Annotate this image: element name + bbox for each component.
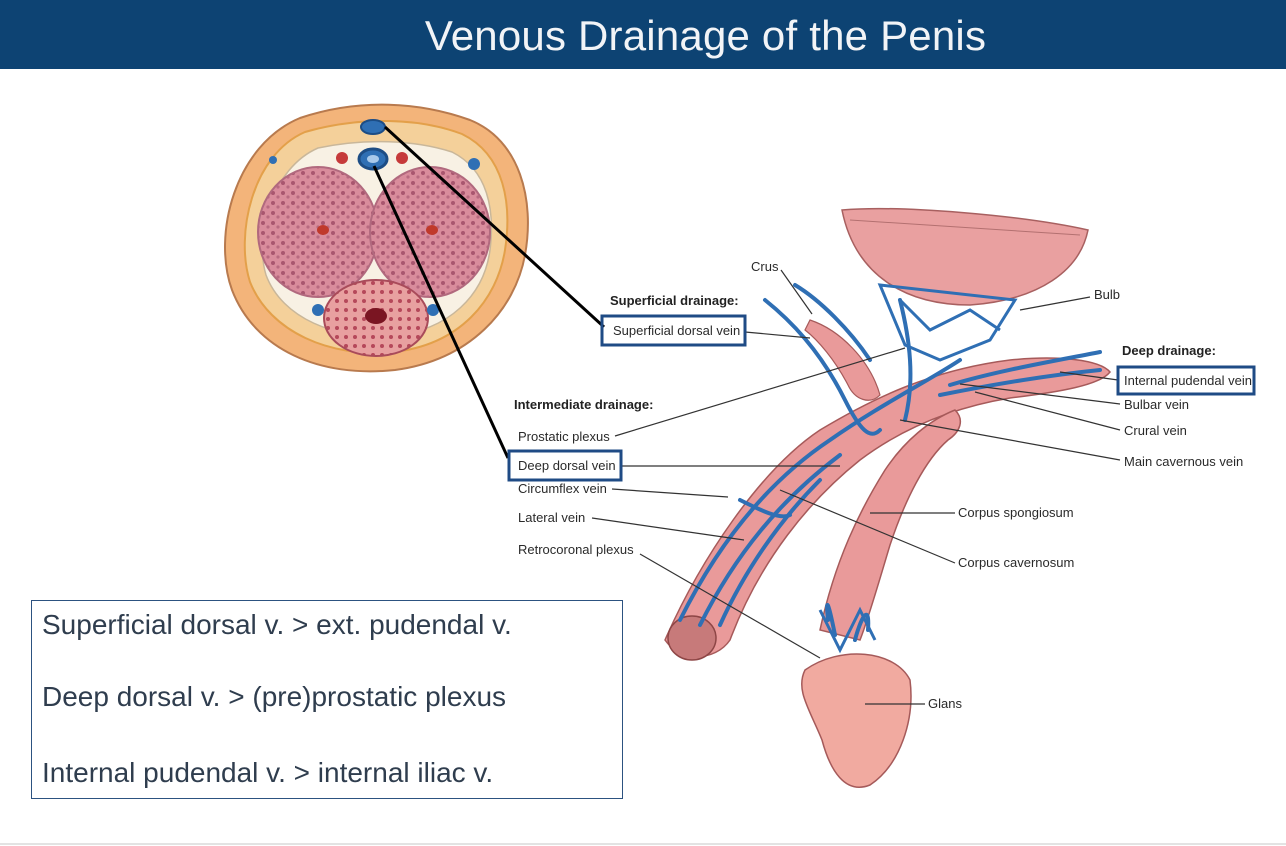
label-internal-pudendal-vein: Internal pudendal vein xyxy=(1124,373,1252,388)
label-bulb: Bulb xyxy=(1094,287,1120,302)
highlight-superficial-dorsal-vein xyxy=(600,314,747,347)
label-corpus-cavernosum: Corpus cavernosum xyxy=(958,555,1074,570)
label-deep-dorsal-vein: Deep dorsal vein xyxy=(518,458,616,473)
label-retrocoronal-plexus: Retrocoronal plexus xyxy=(518,542,634,557)
label-main-cavernous-vein: Main cavernous vein xyxy=(1124,454,1243,469)
summary-box: Superficial dorsal v. > ext. pudendal v.… xyxy=(31,600,623,799)
highlight-internal-pudendal-vein xyxy=(1116,365,1256,396)
label-prostatic-plexus: Prostatic plexus xyxy=(518,429,610,444)
label-glans: Glans xyxy=(928,696,962,711)
label-circumflex-vein: Circumflex vein xyxy=(518,481,607,496)
summary-line-superficial: Superficial dorsal v. > ext. pudendal v. xyxy=(42,609,512,640)
cross-section-illustration xyxy=(224,103,606,459)
leader-lines xyxy=(591,269,1121,705)
label-bulbar-vein: Bulbar vein xyxy=(1124,397,1189,412)
anatomy-diagram: Crus Bulb Superficial drainage: Superfic… xyxy=(224,103,1256,788)
label-corpus-spongiosum: Corpus spongiosum xyxy=(958,505,1074,520)
label-lateral-vein: Lateral vein xyxy=(518,510,585,525)
summary-line-deep-dorsal: Deep dorsal v. > (pre)prostatic plexus xyxy=(42,681,507,712)
label-superficial-dorsal-vein: Superficial dorsal vein xyxy=(613,323,740,338)
title-bar xyxy=(0,0,1286,69)
highlight-deep-dorsal-vein xyxy=(507,449,623,482)
label-deep-header: Deep drainage: xyxy=(1122,343,1216,358)
bottom-divider xyxy=(0,843,1286,845)
label-crural-vein: Crural vein xyxy=(1124,423,1187,438)
lateral-illustration xyxy=(664,207,1111,788)
summary-line-internal-pudendal: Internal pudendal v. > internal iliac v. xyxy=(42,757,494,788)
slide-title: Venous Drainage of the Penis xyxy=(424,12,987,59)
label-intermediate-header: Intermediate drainage: xyxy=(514,397,653,412)
label-crus: Crus xyxy=(751,259,779,274)
label-superficial-header: Superficial drainage: xyxy=(610,293,739,308)
